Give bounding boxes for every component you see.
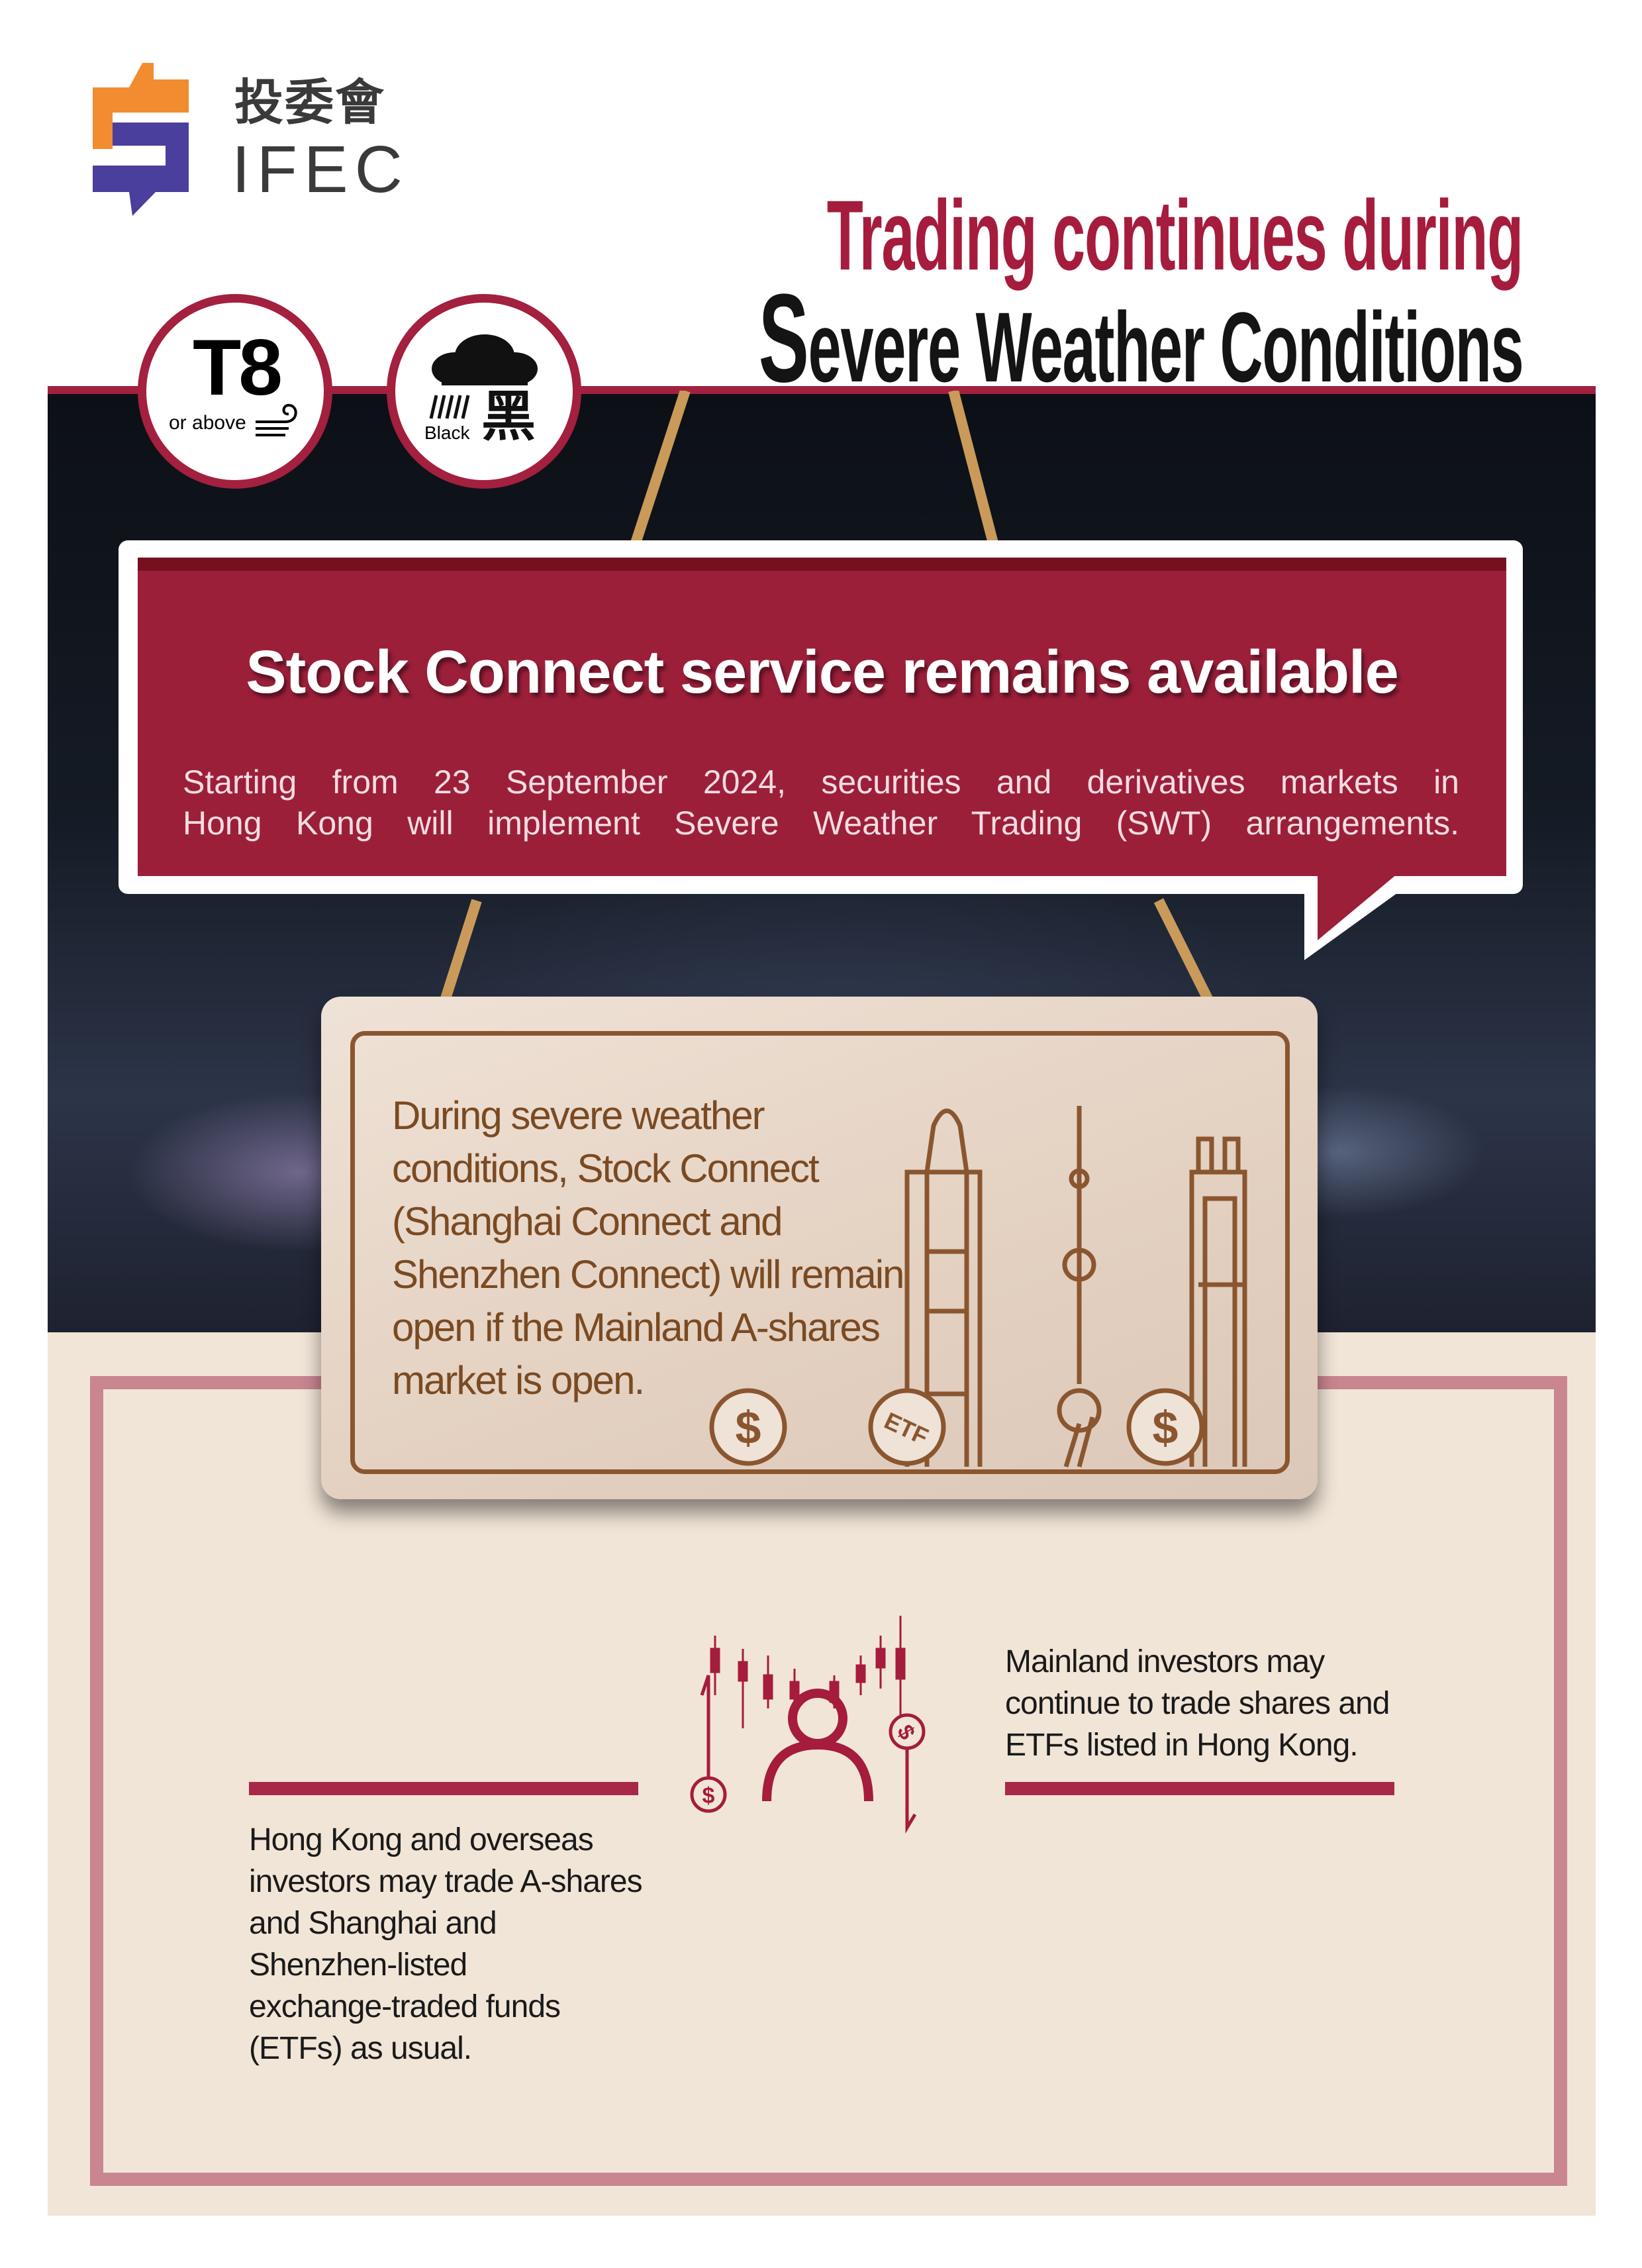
dollar-coin-icon: $	[1153, 1402, 1179, 1454]
note-line: Shenzhen-listed	[249, 1948, 467, 1983]
title-line-2: Severe Weather Conditions	[758, 275, 1523, 401]
title-rest: evere Weather Conditions	[808, 291, 1523, 403]
dollar-coin-icon: $	[892, 1720, 920, 1744]
mainland-investors-note: Mainland investors may continue to trade…	[1005, 1641, 1390, 1766]
sign-text: During severe weather conditions, Stock …	[392, 1089, 904, 1407]
logo-english-text: IFEC	[232, 132, 409, 207]
note-line: investors may trade A-shares	[249, 1864, 643, 1899]
rainstorm-cloud-icon	[432, 334, 538, 385]
sign-line: market is open.	[392, 1358, 645, 1403]
logo-chinese-text: 投委會	[234, 75, 385, 130]
rain-streaks-icon	[429, 395, 470, 419]
note-line: and Shanghai and	[249, 1906, 497, 1941]
sign-line: Shenzhen Connect) will remain	[392, 1252, 904, 1297]
overseas-investors-note: Hong Kong and overseas investors may tra…	[249, 1819, 643, 2069]
black-label: Black	[424, 422, 470, 443]
wind-icon	[256, 403, 297, 436]
announcement-line: Starting from 23 September 2024, securit…	[183, 764, 1459, 801]
note-line: Hong Kong and overseas	[249, 1822, 594, 1857]
note-line: exchange-traded funds	[249, 1989, 561, 2024]
sign-line: (Shanghai Connect and	[392, 1199, 783, 1244]
speech-bubble-tail	[1304, 874, 1424, 960]
announcement-panel	[138, 558, 1506, 876]
wooden-sign-border	[350, 1031, 1290, 1474]
sign-line: During severe weather	[392, 1093, 765, 1138]
skyline-icon: $ ETF $	[709, 1106, 1247, 1468]
sign-line: conditions, Stock Connect	[392, 1146, 820, 1191]
investor-trading-icon: $ $	[690, 1616, 926, 1834]
black-chinese-label: 黑	[481, 387, 536, 447]
dollar-coin-icon: $	[702, 1783, 715, 1808]
left-divider-bar	[249, 1782, 638, 1795]
announcement-headline: Stock Connect service remains available	[246, 638, 1399, 706]
note-line: (ETFs) as usual.	[249, 2031, 472, 2066]
note-line: ETFs listed in Hong Kong.	[1005, 1728, 1359, 1763]
rope-icon	[425, 391, 1237, 1049]
title-initial: S	[758, 268, 808, 409]
note-line: Mainland investors may	[1005, 1644, 1325, 1679]
right-divider-bar	[1005, 1782, 1394, 1795]
or-above-label: or above	[169, 412, 246, 434]
announcement-line: Hong Kong will implement Severe Weather …	[183, 805, 1459, 842]
t8-label: T8	[193, 323, 283, 412]
announcement-text: Starting from 23 September 2024, securit…	[183, 762, 1459, 844]
note-line: continue to trade shares and	[1005, 1686, 1390, 1721]
ifec-logo-icon	[93, 63, 189, 216]
title-line-1: Trading continues during	[826, 179, 1523, 291]
sign-line: open if the Mainland A-shares	[392, 1305, 881, 1350]
dollar-coin-icon: $	[736, 1402, 761, 1454]
